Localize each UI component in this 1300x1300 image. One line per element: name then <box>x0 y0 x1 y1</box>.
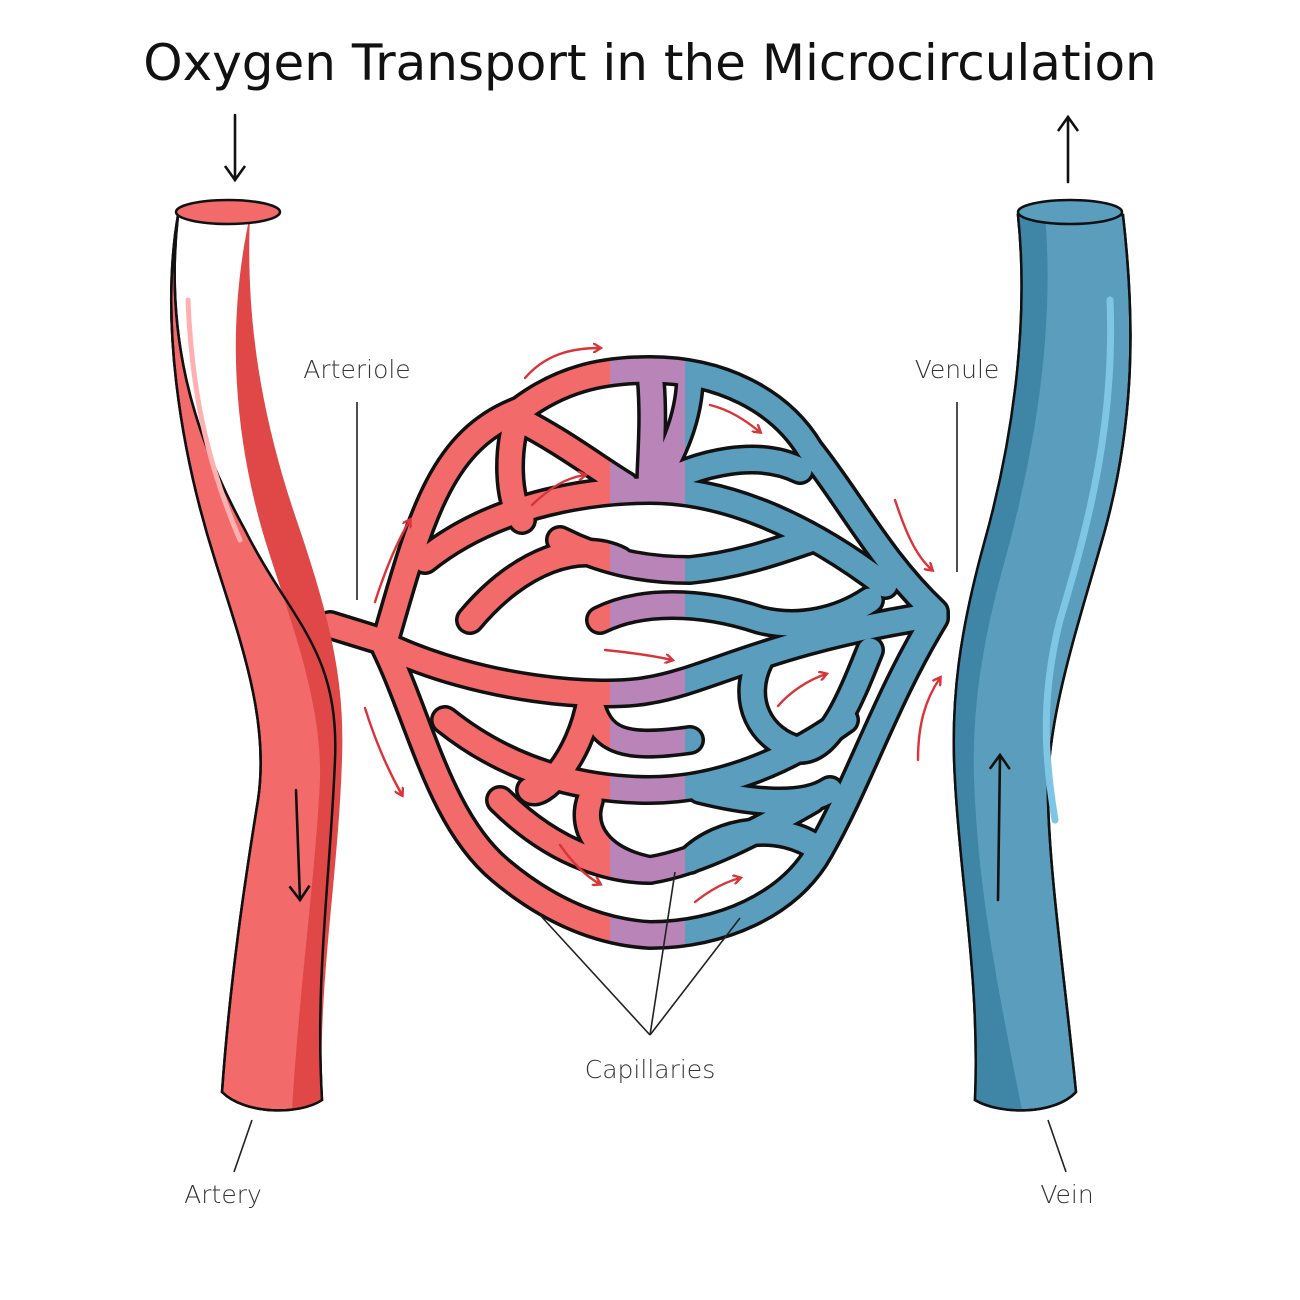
capillary <box>508 408 637 497</box>
vein-leader-line <box>1047 1119 1067 1173</box>
flow-arrow-icon <box>916 678 940 762</box>
capillaries-label: Capillaries <box>585 1055 715 1084</box>
capillary <box>588 588 882 636</box>
flow-arrow-icon <box>523 348 600 380</box>
flow-arrow-icon <box>693 878 740 904</box>
flow-arrow-icon <box>776 674 826 708</box>
artery-vessel <box>170 198 343 1112</box>
capillary <box>740 638 882 762</box>
vein-flow-arrow-icon <box>988 752 1011 902</box>
capillary <box>373 603 947 706</box>
vein-label: Vein <box>1040 1180 1093 1209</box>
artery-label: Artery <box>184 1180 262 1209</box>
venule-label: Venule <box>915 355 1000 384</box>
capillary <box>458 541 632 632</box>
capillary-flow-arrows <box>363 348 940 904</box>
capillary <box>688 778 842 814</box>
artery-flow-arrow-icon <box>288 788 311 903</box>
flow-arrow-icon <box>530 475 585 507</box>
flow-arrow-icon <box>708 403 760 432</box>
arteriole-label: Arteriole <box>303 355 410 384</box>
flow-arrow-icon <box>363 706 402 795</box>
capillaries-leader-lines <box>539 871 741 1036</box>
capillary <box>678 820 832 872</box>
flow-arrow-icon <box>558 843 600 884</box>
flow-arrow-icon <box>603 648 672 660</box>
capillary <box>638 448 812 502</box>
capillary <box>518 688 602 803</box>
capillary <box>373 606 947 947</box>
artery-leader-line <box>233 1119 253 1173</box>
capillary-network <box>315 355 950 950</box>
vein-vessel <box>952 198 1132 1112</box>
capillary <box>576 788 662 882</box>
diagram-title: Oxygen Transport in the Microcirculation <box>143 34 1156 92</box>
flow-arrow-icon <box>893 498 932 570</box>
capillary-fills <box>318 358 947 947</box>
flow-arrow-icon <box>373 520 410 604</box>
